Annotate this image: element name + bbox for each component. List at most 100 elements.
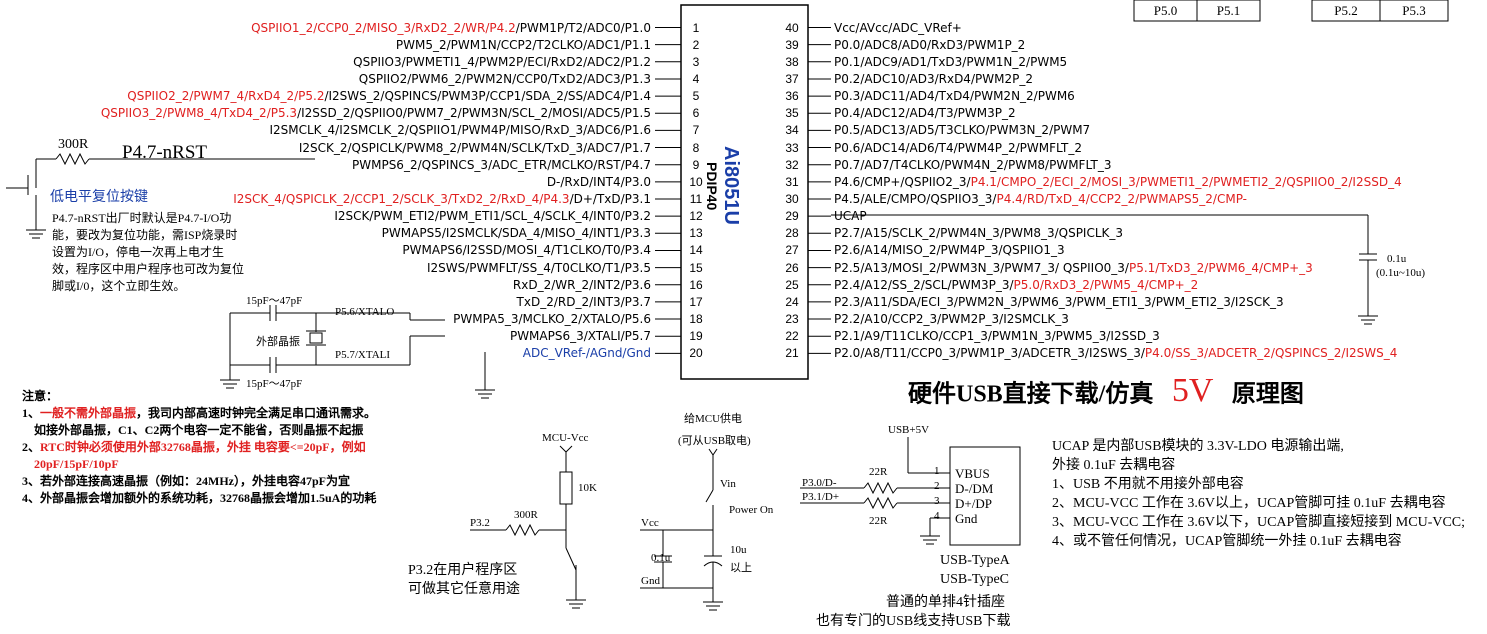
notes-title: 注意： bbox=[22, 389, 59, 403]
pin-text-part: P2.4/A12/SS_2/SCL/PWM3P_3/ bbox=[834, 277, 1014, 292]
right-pin-label: P2.2/A10/CCP2_3/PWM2P_3/I2SMCLK_3 bbox=[834, 312, 1069, 326]
pin-text-part: PWMAPS6_3/XTALI/P5.7 bbox=[509, 329, 651, 344]
left-pin-number: 17 bbox=[689, 294, 703, 309]
power-c-big: 10u bbox=[730, 544, 747, 556]
pin-text-part: 1、 bbox=[22, 406, 41, 420]
left-pin-number: 12 bbox=[689, 209, 703, 224]
usb-r2-label: 22R bbox=[869, 515, 888, 527]
reset-desc-line: 脚或I/0，这个立即生效。 bbox=[52, 279, 186, 293]
notes-block: 注意： 1、一般不需外部晶振，我司内部高速时钟完全满足串口通讯需求。 如接外部晶… bbox=[22, 388, 376, 507]
right-pin-label: P0.1/ADC9/AD1/TxD3/PWM1N_2/PWM5 bbox=[834, 55, 1067, 69]
right-pin-label: P2.4/A12/SS_2/SCL/PWM3P_3/P5.0/RxD3_2/PW… bbox=[834, 278, 1198, 292]
usb-pin-name: Gnd bbox=[955, 511, 978, 526]
left-pin-number: 18 bbox=[689, 312, 703, 327]
left-pin-label: TxD_2/RD_2/INT3/P3.7 bbox=[517, 295, 651, 309]
usb-dm-net: P3.0/D- bbox=[802, 477, 837, 489]
main-title: 硬件USB直接下载/仿真 5V 原理图 bbox=[908, 372, 1304, 410]
pin-text-part: PWMPA5_3/MCLKO_2/XTALO/P5.6 bbox=[453, 312, 651, 327]
pin-text-part: 如接外部晶振，C1、C2两个电容一定不能省，否则晶振不起振 bbox=[22, 423, 364, 437]
reset-resistor-label: 300R bbox=[58, 137, 89, 152]
pin-text-part: I2SCK_4/QSPICLK_2/CCP1_2/SCLK_3/TxD2_2/R… bbox=[233, 192, 570, 206]
pin-text-part: P0.1/ADC9/AD1/TxD3/PWM1N_2/PWM5 bbox=[834, 54, 1068, 69]
reset-button-label: 低电平复位按键 bbox=[50, 188, 148, 204]
usb-pin-name: D-/DM bbox=[955, 481, 994, 496]
usb-type-a: USB-TypeA bbox=[940, 553, 1010, 568]
p32-desc-2: 可做其它任意用途 bbox=[408, 582, 520, 597]
left-pin-number: 15 bbox=[689, 260, 703, 275]
pin-text-part: I2SMCLK_4/I2SMCLK_2/QSPIIO1/PWM4P/MISO/R… bbox=[269, 123, 651, 138]
pin-text-part: /D+/TxD/P3.1 bbox=[569, 192, 651, 206]
reset-description: P4.7-nRST出厂时默认是P4.7-I/O功能，要改为复位功能，需ISP烧录… bbox=[52, 210, 244, 295]
pin-text-part: P0.4/ADC12/AD4/T3/PWM3P_2 bbox=[834, 106, 1016, 121]
left-pin-label: PWMPS6_2/QSPINCS_3/ADC_ETR/MCLKO/RST/P4.… bbox=[352, 158, 651, 172]
power-c-small: 0.1u bbox=[651, 552, 671, 564]
p32-vcc-label: MCU-Vcc bbox=[542, 432, 589, 444]
power-vcc-label: Vcc bbox=[641, 517, 659, 529]
left-pin-label: PWMPA5_3/MCLKO_2/XTALO/P5.6 bbox=[453, 312, 651, 326]
left-pin-number: 14 bbox=[689, 243, 703, 258]
right-pin-number: 39 bbox=[785, 37, 799, 52]
ucap-cap-value: 0.1u bbox=[1387, 253, 1407, 265]
reset-desc-line: 能，要改为复位功能，需ISP烧录时 bbox=[52, 228, 238, 242]
right-pin-label: P0.3/ADC11/AD4/TxD4/PWM2N_2/PWM6 bbox=[834, 89, 1075, 103]
header-cell-p5-3: P5.3 bbox=[1402, 3, 1426, 18]
left-pin-label: I2SCK/PWM_ETI2/PWM_ETI1/SCL_4/SCLK_4/INT… bbox=[334, 209, 651, 223]
left-pin-label: I2SCK_2/QSPICLK/PWM8_2/PWM4N/SCLK/TxD_3/… bbox=[299, 141, 651, 155]
note-line: 2、RTC时钟必须使用外部32768晶振，外挂 电容要<=20pF，例如 bbox=[22, 439, 376, 456]
left-pin-label: QSPIIO2_2/PWM7_4/RxD4_2/P5.2/I2SWS_2/QSP… bbox=[127, 89, 651, 103]
usb-dp-net: P3.1/D+ bbox=[802, 491, 840, 503]
note-line: 4、外部晶振会增加额外的系统功耗，32768晶振会增加1.5uA的功耗 bbox=[22, 490, 376, 507]
title-prefix: 硬件USB直接下载/仿真 bbox=[908, 381, 1154, 408]
p32-desc-1: P3.2在用户程序区 bbox=[408, 563, 518, 578]
ucap-note-line: 4、或不管任何情况，UCAP管脚统一外挂 0.1uF 去耦电容 bbox=[1052, 534, 1402, 549]
right-pin-number: 35 bbox=[785, 106, 799, 121]
pin-text-part: P2.7/A15/SCLK_2/PWM4N_3/PWM8_3/QSPICLK_3 bbox=[834, 226, 1124, 241]
usb-vbus-net: USB+5V bbox=[888, 424, 930, 436]
right-pin-number: 32 bbox=[785, 157, 799, 172]
title-suffix: 原理图 bbox=[1231, 381, 1304, 408]
header-cell-p5-1: P5.1 bbox=[1216, 3, 1241, 18]
left-pin-number: 13 bbox=[689, 226, 703, 241]
left-pin-label: I2SCK_4/QSPICLK_2/CCP1_2/SCLK_3/TxD2_2/R… bbox=[233, 192, 651, 206]
note-line: 1、一般不需外部晶振，我司内部高速时钟完全满足串口通讯需求。 bbox=[22, 405, 376, 422]
pin-text-part: D-/RxD/INT4/P3.0 bbox=[546, 174, 651, 189]
p32-net-label: P3.2 bbox=[470, 517, 490, 529]
right-pin-label: Vcc/AVcc/ADC_VRef+ bbox=[834, 21, 962, 35]
pin-text-part: P0.0/ADC8/AD0/RxD3/PWM1P_2 bbox=[834, 37, 1026, 52]
right-pin-number: 31 bbox=[785, 174, 799, 189]
p32-pullup-label: 10K bbox=[578, 482, 597, 494]
ucap-cap-range: (0.1u~10u) bbox=[1376, 267, 1426, 279]
right-pin-label: P2.6/A14/MISO_2/PWM4P_3/QSPIIO1_3 bbox=[834, 243, 1065, 257]
ucap-note-line: 外接 0.1uF 去耦电容 bbox=[1052, 458, 1176, 473]
pin-text-part: /PWM1P/T2/ADC0/P1.0 bbox=[515, 20, 651, 35]
pin-text-part: P2.5/A13/MOSI_2/PWM3N_3/PWM7_3/ QSPIIO0_… bbox=[834, 260, 1129, 275]
crystal-cap-top: 15pF～47pF bbox=[246, 295, 303, 307]
header-cell-p5-2: P5.2 bbox=[1334, 3, 1358, 18]
right-pin-label: P2.5/A13/MOSI_2/PWM3N_3/PWM7_3/ QSPIIO0_… bbox=[834, 261, 1313, 275]
right-pin-number: 27 bbox=[785, 243, 799, 258]
right-pin-label: P2.0/A8/T11/CCP0_3/PWM1P_3/ADCETR_3/I2SW… bbox=[834, 346, 1397, 360]
ucap-note-line: 3、MCU-VCC 工作在 3.6V以下，UCAP管脚直接短接到 MCU-VCC… bbox=[1052, 515, 1466, 530]
right-pin-label: P2.7/A15/SCLK_2/PWM4N_3/PWM8_3/QSPICLK_3 bbox=[834, 226, 1123, 240]
pin-text-part: P0.6/ADC14/AD6/T4/PWM4P_2/PWMFLT_2 bbox=[834, 140, 1082, 155]
pin-text-part: QSPIIO3_2/PWM8_4/TxD4_2/P5.3 bbox=[100, 106, 298, 121]
left-pin-number: 5 bbox=[692, 89, 700, 104]
power-gnd-label: Gnd bbox=[641, 575, 660, 587]
pin-text-part: P4.6/CMP+/QSPIIO2_3/ bbox=[834, 174, 971, 189]
right-pin-number: 30 bbox=[785, 192, 799, 206]
pin-text-part: P2.2/A10/CCP2_3/PWM2P_3/I2SMCLK_3 bbox=[834, 312, 1069, 327]
right-pin-number: 26 bbox=[785, 260, 799, 275]
right-pin-label: P4.5/ALE/CMPO/QSPIIO3_3/P4.4/RD/TxD_4/CC… bbox=[834, 192, 1247, 206]
pin-text-part: P4.4/RD/TxD_4/CCP2_2/PWMAPS5_2/CMP- bbox=[996, 192, 1247, 206]
note-line: 3、若外部连接高速晶振（例如：24MHz），外挂电容47pF为宜 bbox=[22, 473, 376, 490]
right-pin-label: P0.4/ADC12/AD4/T3/PWM3P_2 bbox=[834, 106, 1016, 120]
left-pin-label: PWMAPS5/I2SMCLK/SDA_4/MISO_4/INT1/P3.3 bbox=[382, 226, 651, 240]
left-pin-label: PWM5_2/PWM1N/CCP2/T2CLKO/ADC1/P1.1 bbox=[396, 38, 651, 52]
power-c-big-note: 以上 bbox=[730, 562, 752, 574]
xtali-net: P5.7/XTALI bbox=[335, 349, 391, 361]
right-pin-number: 38 bbox=[785, 54, 799, 69]
usb-r1-label: 22R bbox=[869, 466, 888, 478]
right-pin-number: 25 bbox=[785, 277, 799, 292]
right-pin-label: P4.6/CMP+/QSPIIO2_3/P4.1/CMPO_2/ECI_2/MO… bbox=[834, 175, 1402, 189]
